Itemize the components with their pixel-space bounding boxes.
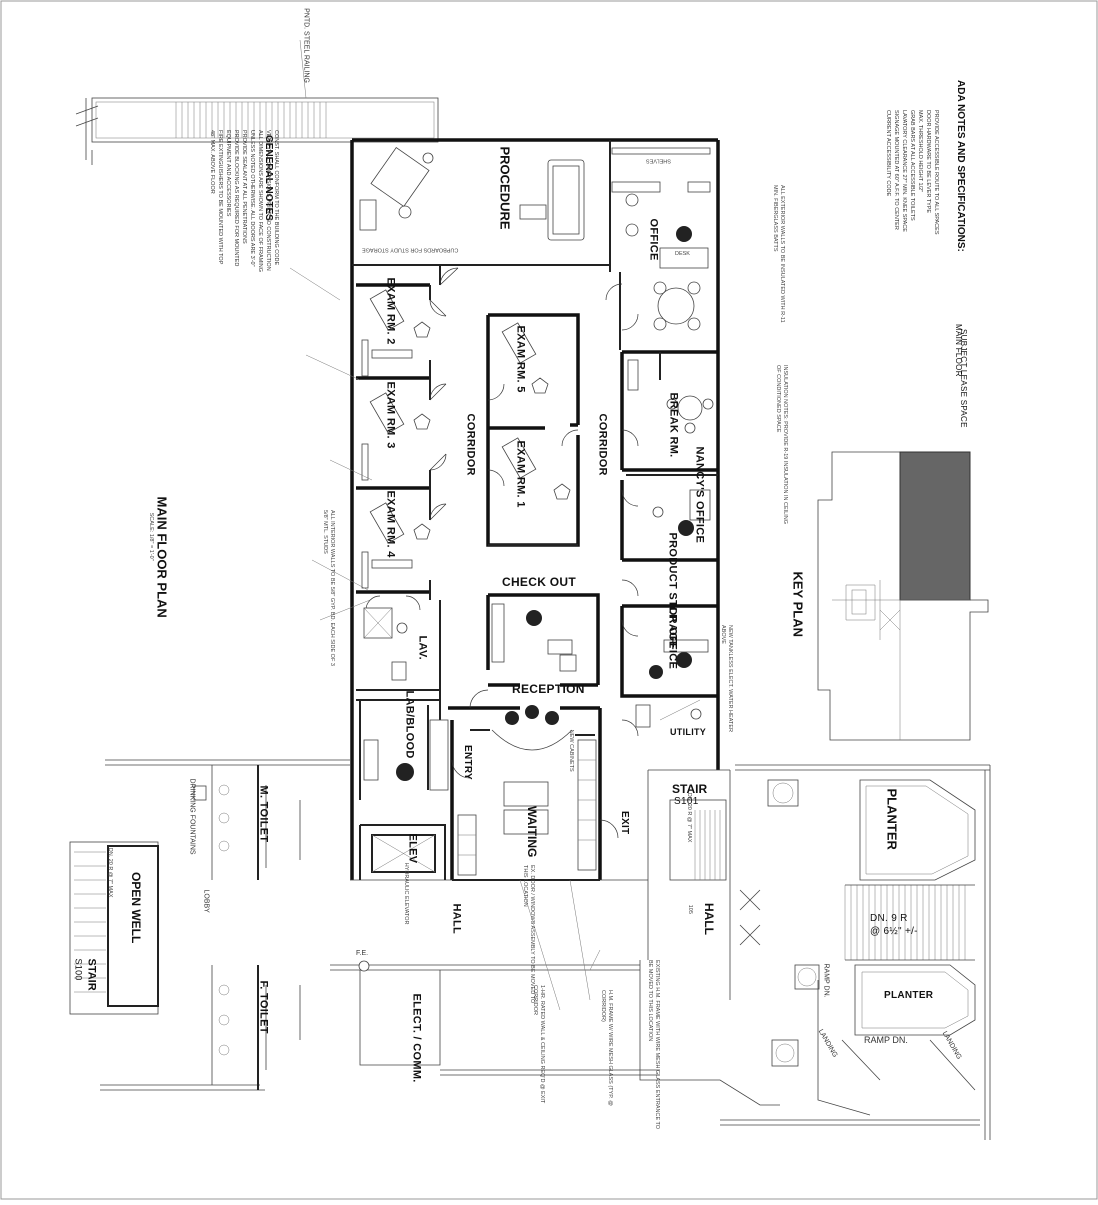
note-line: CURRENT ACCESSIBILITY CODE — [885, 110, 891, 197]
railing-stair-treads — [175, 102, 327, 138]
furniture — [359, 146, 714, 876]
callout-hm-frame: H.M. FRAME W/ WIRE MESH GLASS (TYP. @ CO… — [600, 990, 613, 1106]
callout-rated-wall: 1-HR. RATED WALL & CEILING REQ'D @ EXIT … — [532, 985, 545, 1104]
drinking-fountains: DRINKING FOUNTAINS — [188, 778, 196, 855]
planter-bottom: PLANTER — [884, 990, 934, 1001]
open-well: OPEN WELL — [129, 872, 143, 944]
elect-comm: ELECT. / COMM. — [410, 993, 423, 1083]
room-desk-label: DESK — [675, 251, 690, 257]
note-line: PROVIDE SEALANT AT ALL PENETRATIONS — [241, 130, 247, 244]
room-exam-2: EXAM RM. 2 — [384, 277, 397, 345]
key-plan-subject: SUBJECT LEASE SPACE — [959, 329, 968, 428]
plan-scale: SCALE: 1/8" = 1'-0" — [147, 512, 154, 561]
note-line: PROVIDE BLOCKING AS REQUIRED FOR MOUNTED — [233, 130, 239, 267]
callout-insulation: INSULATION NOTES: PROVIDE R-19 INSULATIO… — [775, 365, 788, 525]
note-line: ALL DIMENSIONS ARE SHOWN TO FACE OF FRAM… — [257, 130, 263, 273]
lobby: LOBBY — [202, 889, 210, 913]
room-corridor-left: CORRIDOR — [464, 413, 477, 476]
callout-new-cabinets: NEW CABINETS — [567, 729, 574, 772]
room-exam-1: EXAM RM. 1 — [514, 440, 527, 508]
key-plan-drawing — [817, 451, 989, 741]
hall-105-number: 105 — [686, 904, 693, 914]
plan-title: MAIN FLOOR PLAN — [154, 496, 170, 618]
room-exam-3: EXAM RM. 3 — [384, 381, 397, 449]
room-corridor-right: CORRIDOR — [596, 413, 609, 476]
note-line: GRAB BARS AT ALL ACCESSIBLE TOILETS — [909, 110, 915, 221]
ramp-dn-1: RAMP DN. — [822, 963, 830, 998]
room-np-office: N.P. OFFICE — [666, 602, 679, 670]
steel-railing — [75, 39, 439, 165]
f-toilet: F. TOILET — [257, 980, 270, 1034]
callout-shelves: SHELVES — [646, 157, 671, 164]
room-break-rm: BREAK RM. — [667, 392, 680, 458]
room-office: OFFICE — [647, 218, 660, 261]
hall: HALL — [450, 903, 463, 935]
stair-s100-number: S100 — [73, 958, 84, 981]
room-procedure: PROCEDURE — [497, 146, 513, 230]
stair-s101-label: STAIR — [672, 782, 708, 796]
hall-105: HALL — [702, 903, 716, 935]
stair-s101-number: S101 — [674, 796, 699, 807]
callout-exterior-walls: ALL EXTERIOR WALLS TO BE INSULATED WITH … — [772, 185, 785, 323]
room-exit: EXIT — [619, 811, 630, 835]
room-nancys-office: NANCY'S OFFICE — [693, 446, 706, 544]
subject-lease-space — [899, 451, 971, 601]
note-line: LAVATORY CLEARANCE 27" MIN. KNEE SPACE — [901, 110, 907, 232]
railing-label: PNTD. STEEL RAILING — [302, 8, 310, 83]
dn-9r-rise: @ 6½" +/- — [870, 926, 918, 937]
callout-interior-walls: ALL INTERIOR WALLS TO BE 5/8" GYP. BD. E… — [322, 510, 335, 666]
room-exam-5: EXAM RM. 5 — [514, 325, 527, 393]
room-entry: ENTRY — [462, 745, 473, 781]
note-line: MAX. THRESHOLD HEIGHT 1/2" — [917, 110, 923, 193]
note-line: SIGNAGE MOUNTED AT 60" A.F.F. TO CENTER — [893, 110, 899, 230]
note-line: VERIFY ALL DIMENSIONS PRIOR TO CONSTRUCT… — [265, 130, 271, 271]
room-utility: UTILITY — [670, 727, 707, 737]
hydraulic-elevator: HYDRAULIC ELEVATOR — [402, 862, 409, 925]
stair-s100-dn: DN. 20 R @ 7" MAX — [106, 847, 113, 898]
leader-lines — [289, 267, 701, 1011]
callout-cupboards: CUPBOARDS FOR STUDY STORAGE — [362, 246, 459, 253]
dn-9r-label: DN. 9 R — [870, 913, 908, 924]
room-lav: LAV. — [416, 635, 429, 660]
room-exam-4: EXAM RM. 4 — [384, 490, 397, 558]
m-toilet: M. TOILET — [257, 785, 270, 843]
note-line: DOOR HARDWARE TO BE LEVER TYPE — [925, 110, 931, 214]
stair-s100: STAIR — [85, 958, 98, 991]
key-plan-title: KEY PLAN — [790, 571, 806, 638]
note-line: PROVIDE ACCESSIBLE ROUTE TO ALL SPACES — [933, 110, 939, 235]
note-line: FIRE EXTINGUISHERS TO BE MOUNTED WITH TO… — [217, 130, 223, 265]
fire-extinguisher-label: F.E. — [356, 950, 369, 957]
note-line: CONST. SHALL CONFORM TO THE BUILDING COD… — [273, 130, 279, 266]
ada-notes-heading: ADA NOTES AND SPECIFICATIONS: — [955, 80, 966, 252]
note-line: 48" MAX. ABOVE FLOOR — [209, 130, 215, 194]
room-reception: RECEPTION — [512, 682, 585, 696]
callout-water-heater: NEW TANKLESS ELECT. WATER HEATER ABOVE — [720, 625, 733, 732]
dn-9r-stair-treads — [844, 885, 966, 960]
callout-existing-frame: EXISTING H.M. FRAME WITH WIRE MESH GLASS… — [647, 960, 660, 1130]
building-shell — [69, 759, 991, 1140]
note-line: EQUIPMENT AND ACCESSORIES — [225, 130, 231, 217]
room-check-out: CHECK OUT — [502, 575, 577, 589]
note-line: UNLESS NOTED OTHERWISE. ALL DOORS ARE 3'… — [249, 130, 255, 267]
stair-s101-dn: DN. 20 R @ 7" MAX — [685, 792, 692, 843]
suite-walls — [350, 138, 720, 881]
planter-top: PLANTER — [884, 788, 900, 850]
ramp-dn-2: RAMP DN. — [864, 1035, 908, 1045]
room-lab-blood: LAB/BLOOD — [403, 690, 416, 759]
general-notes-text: CONST. SHALL CONFORM TO THE BUILDING COD… — [200, 130, 280, 390]
